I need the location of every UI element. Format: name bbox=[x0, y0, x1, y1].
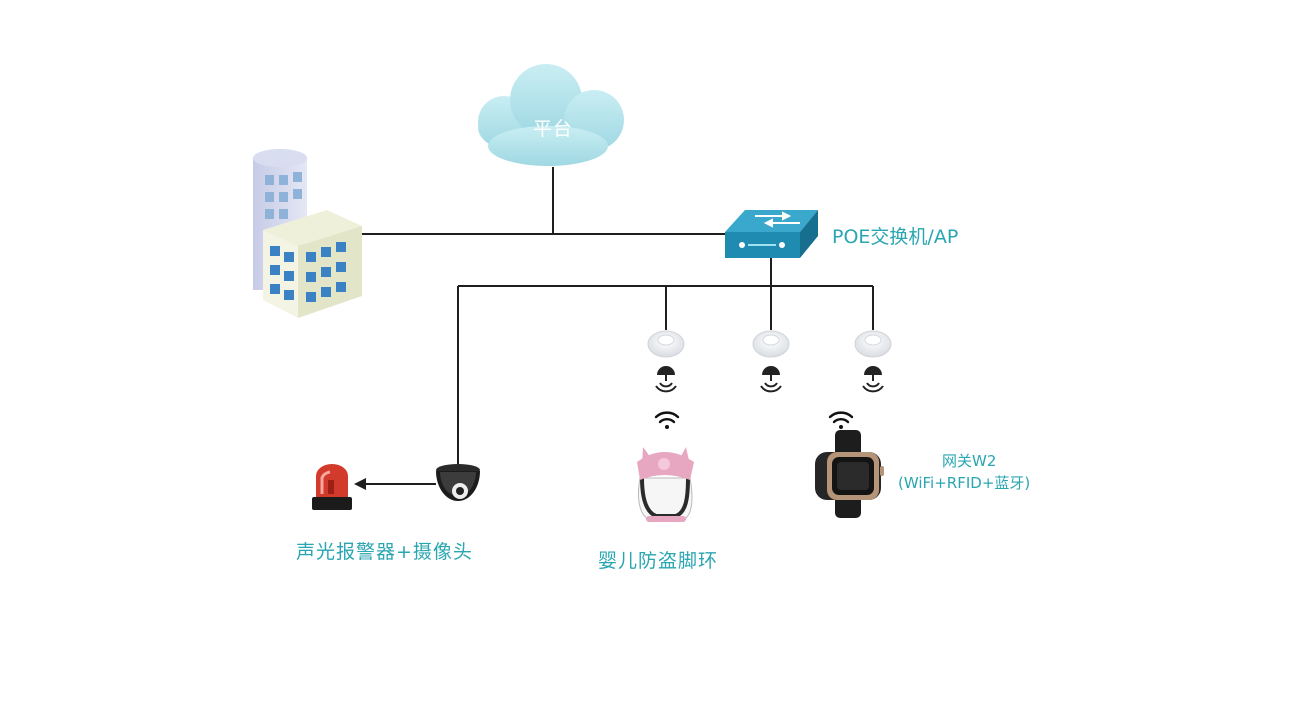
dome-camera-icon bbox=[436, 464, 480, 501]
building-icon bbox=[253, 149, 362, 318]
cloud-icon bbox=[478, 64, 624, 166]
ceiling-ap-icon bbox=[647, 330, 892, 358]
platform-label: 平台 bbox=[533, 118, 574, 140]
arrow-head-icon bbox=[354, 478, 366, 490]
connection-lines bbox=[362, 167, 874, 485]
switch-label: POE交换机/AP bbox=[832, 226, 959, 248]
rfid-signal-icon bbox=[655, 366, 884, 393]
smartwatch-gateway-icon bbox=[815, 430, 884, 518]
network-switch-icon bbox=[725, 210, 818, 258]
alarm-camera-label: 声光报警器+摄像头 bbox=[296, 541, 473, 563]
wifi-icon bbox=[654, 411, 854, 429]
baby-anklet-icon bbox=[637, 447, 694, 522]
anklet-label: 婴儿防盗脚环 bbox=[598, 550, 719, 572]
gateway-subtitle: (WiFi+RFID+蓝牙) bbox=[898, 474, 1031, 492]
alarm-light-icon bbox=[312, 464, 352, 510]
gateway-title: 网关W2 bbox=[942, 452, 997, 470]
